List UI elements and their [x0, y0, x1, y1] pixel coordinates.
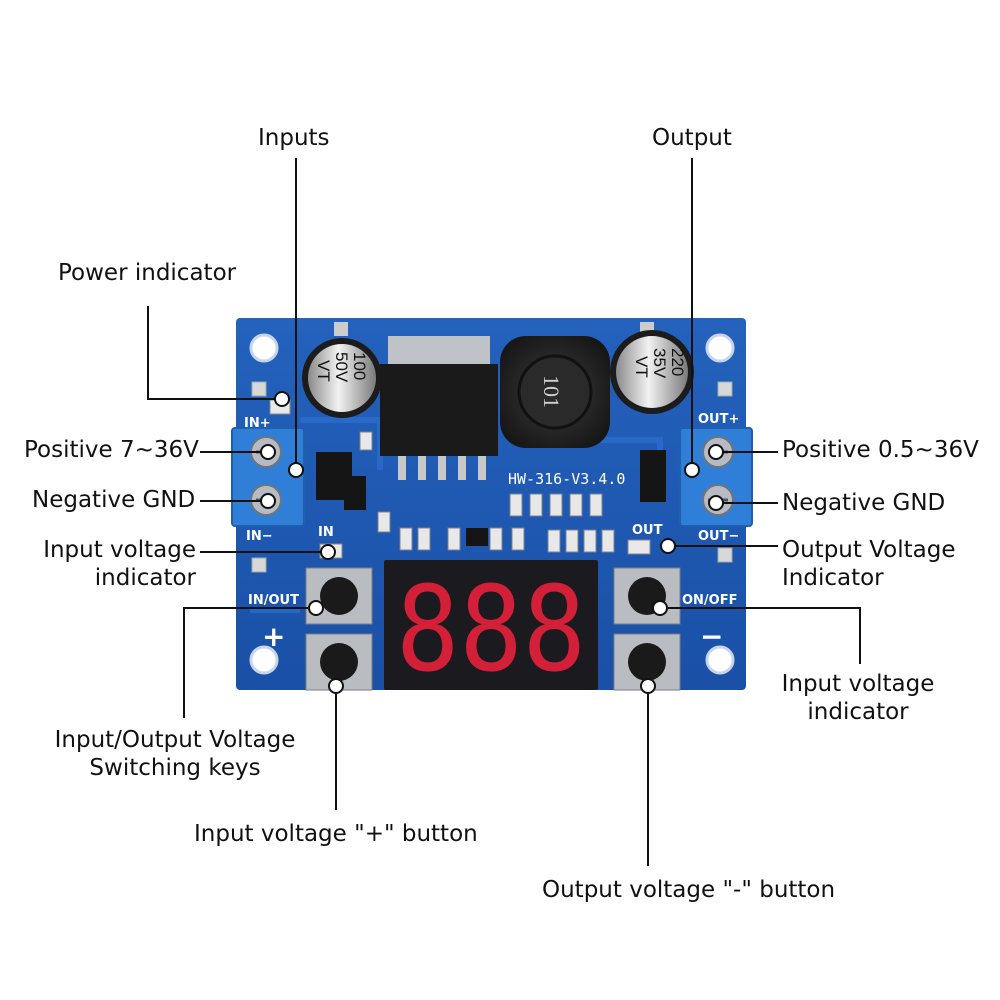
cap-right-value: 220 [668, 348, 687, 376]
label-input-voltage-indicator-line2: indicator [94, 565, 196, 591]
mounting-holes [249, 333, 735, 675]
board-model: HW-316-V3.4.0 [508, 470, 625, 488]
button-on-off[interactable] [613, 567, 681, 625]
small-ic [466, 528, 488, 546]
silk-out-plus: OUT+ [698, 412, 739, 427]
cap-left-value: 100 [350, 352, 369, 380]
silk-in: IN [318, 525, 334, 540]
label-input-voltage-indicator-right-line1: Input voltage [781, 671, 935, 697]
label-output: Output [652, 125, 732, 151]
label-positive-in: Positive 7~36V [24, 437, 199, 463]
transistors [316, 450, 666, 510]
capacitor-right: 220 35V VT [610, 322, 694, 414]
label-input-voltage-indicator-right: Input voltage indicator [768, 670, 948, 726]
silk-in-minus: IN− [246, 529, 273, 544]
silk-minus: − [700, 620, 723, 653]
label-minus-button: Output voltage "-" button [542, 877, 836, 903]
label-input-voltage-indicator-line1: Input voltage [43, 537, 196, 563]
regulator-ic [380, 336, 498, 480]
label-output-voltage-indicator-line1: Output Voltage [782, 537, 956, 563]
smd-components [359, 431, 615, 553]
silk-plus: + [262, 620, 285, 653]
label-negative-in: Negative GND [32, 487, 196, 513]
label-positive-out: Positive 0.5~36V [782, 437, 979, 463]
label-output-voltage-indicator: Output Voltage Indicator [782, 536, 955, 592]
label-power-indicator: Power indicator [58, 260, 237, 286]
label-switching-keys-line1: Input/Output Voltage [54, 727, 296, 753]
silk-out-minus: OUT− [698, 529, 739, 544]
label-input-voltage-indicator: Input voltage indicator [30, 536, 196, 592]
capacitor-left: 100 50V VT [302, 322, 382, 418]
silk-in-plus: IN+ [244, 416, 271, 431]
solder-pads [251, 381, 733, 573]
label-switching-keys-line2: Switching keys [89, 755, 261, 781]
cap-right-series: VT [632, 356, 651, 378]
silk-in-out: IN/OUT [248, 593, 299, 608]
label-plus-button: Input voltage "+" button [194, 821, 478, 847]
callout-markers [260, 391, 724, 694]
cap-left-voltage: 50V [332, 352, 351, 383]
cap-right-voltage: 35V [650, 348, 669, 379]
leader-lines [147, 158, 861, 866]
label-output-voltage-indicator-line2: Indicator [782, 565, 884, 591]
silk-on-off: ON/OFF [682, 593, 738, 608]
label-negative-out: Negative GND [782, 490, 946, 516]
inductor-marking: 101 [539, 375, 564, 408]
cap-left-series: VT [314, 360, 333, 382]
display-digits: 888 [396, 560, 586, 698]
label-inputs: Inputs [258, 125, 330, 151]
silk-out: OUT [632, 523, 663, 538]
seven-segment-display: 888 [384, 560, 598, 698]
inductor: 101 [500, 336, 610, 448]
label-switching-keys: Input/Output Voltage Switching keys [40, 726, 310, 782]
label-input-voltage-indicator-right-line2: indicator [807, 699, 909, 725]
